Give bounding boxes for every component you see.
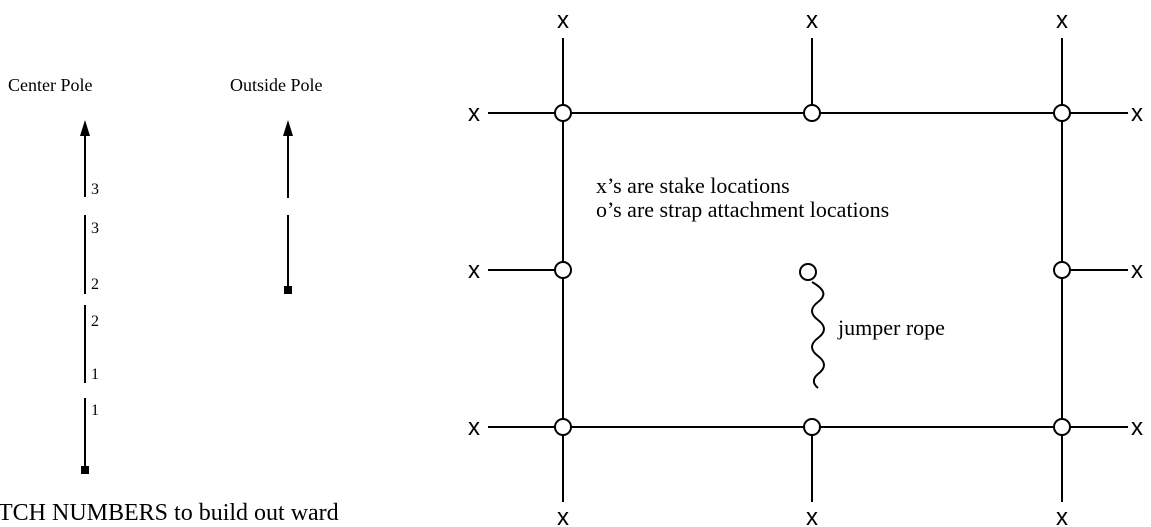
stake-marker: x xyxy=(468,414,480,441)
outside-pole-arrowhead-icon xyxy=(283,120,293,136)
stake-marker: x xyxy=(806,7,818,34)
center-pole-arrowhead-icon xyxy=(80,120,90,136)
stake-marker: x xyxy=(1056,7,1068,34)
strap-attachment-icon xyxy=(554,418,572,436)
legend-stakes: x’s are stake locations xyxy=(596,173,790,198)
strap-attachment-icon xyxy=(1053,104,1071,122)
stake-marker: x xyxy=(557,7,569,34)
stake-marker: x xyxy=(1131,100,1143,127)
segment-number: 1 xyxy=(91,402,99,419)
outside-pole-title: Outside Pole xyxy=(230,75,323,95)
strap-attachment-icon xyxy=(803,418,821,436)
stake-marker: x xyxy=(557,504,569,527)
center-pole-foot-icon xyxy=(81,466,89,474)
jumper-rope-icon xyxy=(811,281,825,389)
strap-attachments xyxy=(554,104,1071,436)
segment-number: 1 xyxy=(91,366,99,383)
segment-number: 3 xyxy=(91,181,99,198)
stake-marker: x xyxy=(1131,257,1143,284)
outside-pole-foot-icon xyxy=(284,286,292,294)
legend-straps: o’s are strap attachment locations xyxy=(596,197,889,222)
center-pole-title: Center Pole xyxy=(8,75,92,95)
tent-frame xyxy=(488,38,1128,502)
segment-number: 3 xyxy=(91,220,99,237)
strap-attachment-icon xyxy=(554,261,572,279)
segment-number: 2 xyxy=(91,276,99,293)
jumper-rope-attachment-icon xyxy=(799,263,817,281)
strap-attachment-icon xyxy=(1053,261,1071,279)
stake-markers: x x x x x x x x x x x x xyxy=(468,7,1143,527)
stake-marker: x xyxy=(1131,414,1143,441)
segment-number: 2 xyxy=(91,313,99,330)
stake-marker: x xyxy=(468,257,480,284)
stake-marker: x xyxy=(468,100,480,127)
stake-marker: x xyxy=(806,504,818,527)
strap-attachment-icon xyxy=(1053,418,1071,436)
stake-marker: x xyxy=(1056,504,1068,527)
footer-note: TCH NUMBERS to build out ward xyxy=(0,500,339,526)
strap-attachment-icon xyxy=(554,104,572,122)
strap-attachment-icon xyxy=(803,104,821,122)
jumper-rope-label: jumper rope xyxy=(837,315,945,340)
pole-assembly xyxy=(84,135,289,470)
